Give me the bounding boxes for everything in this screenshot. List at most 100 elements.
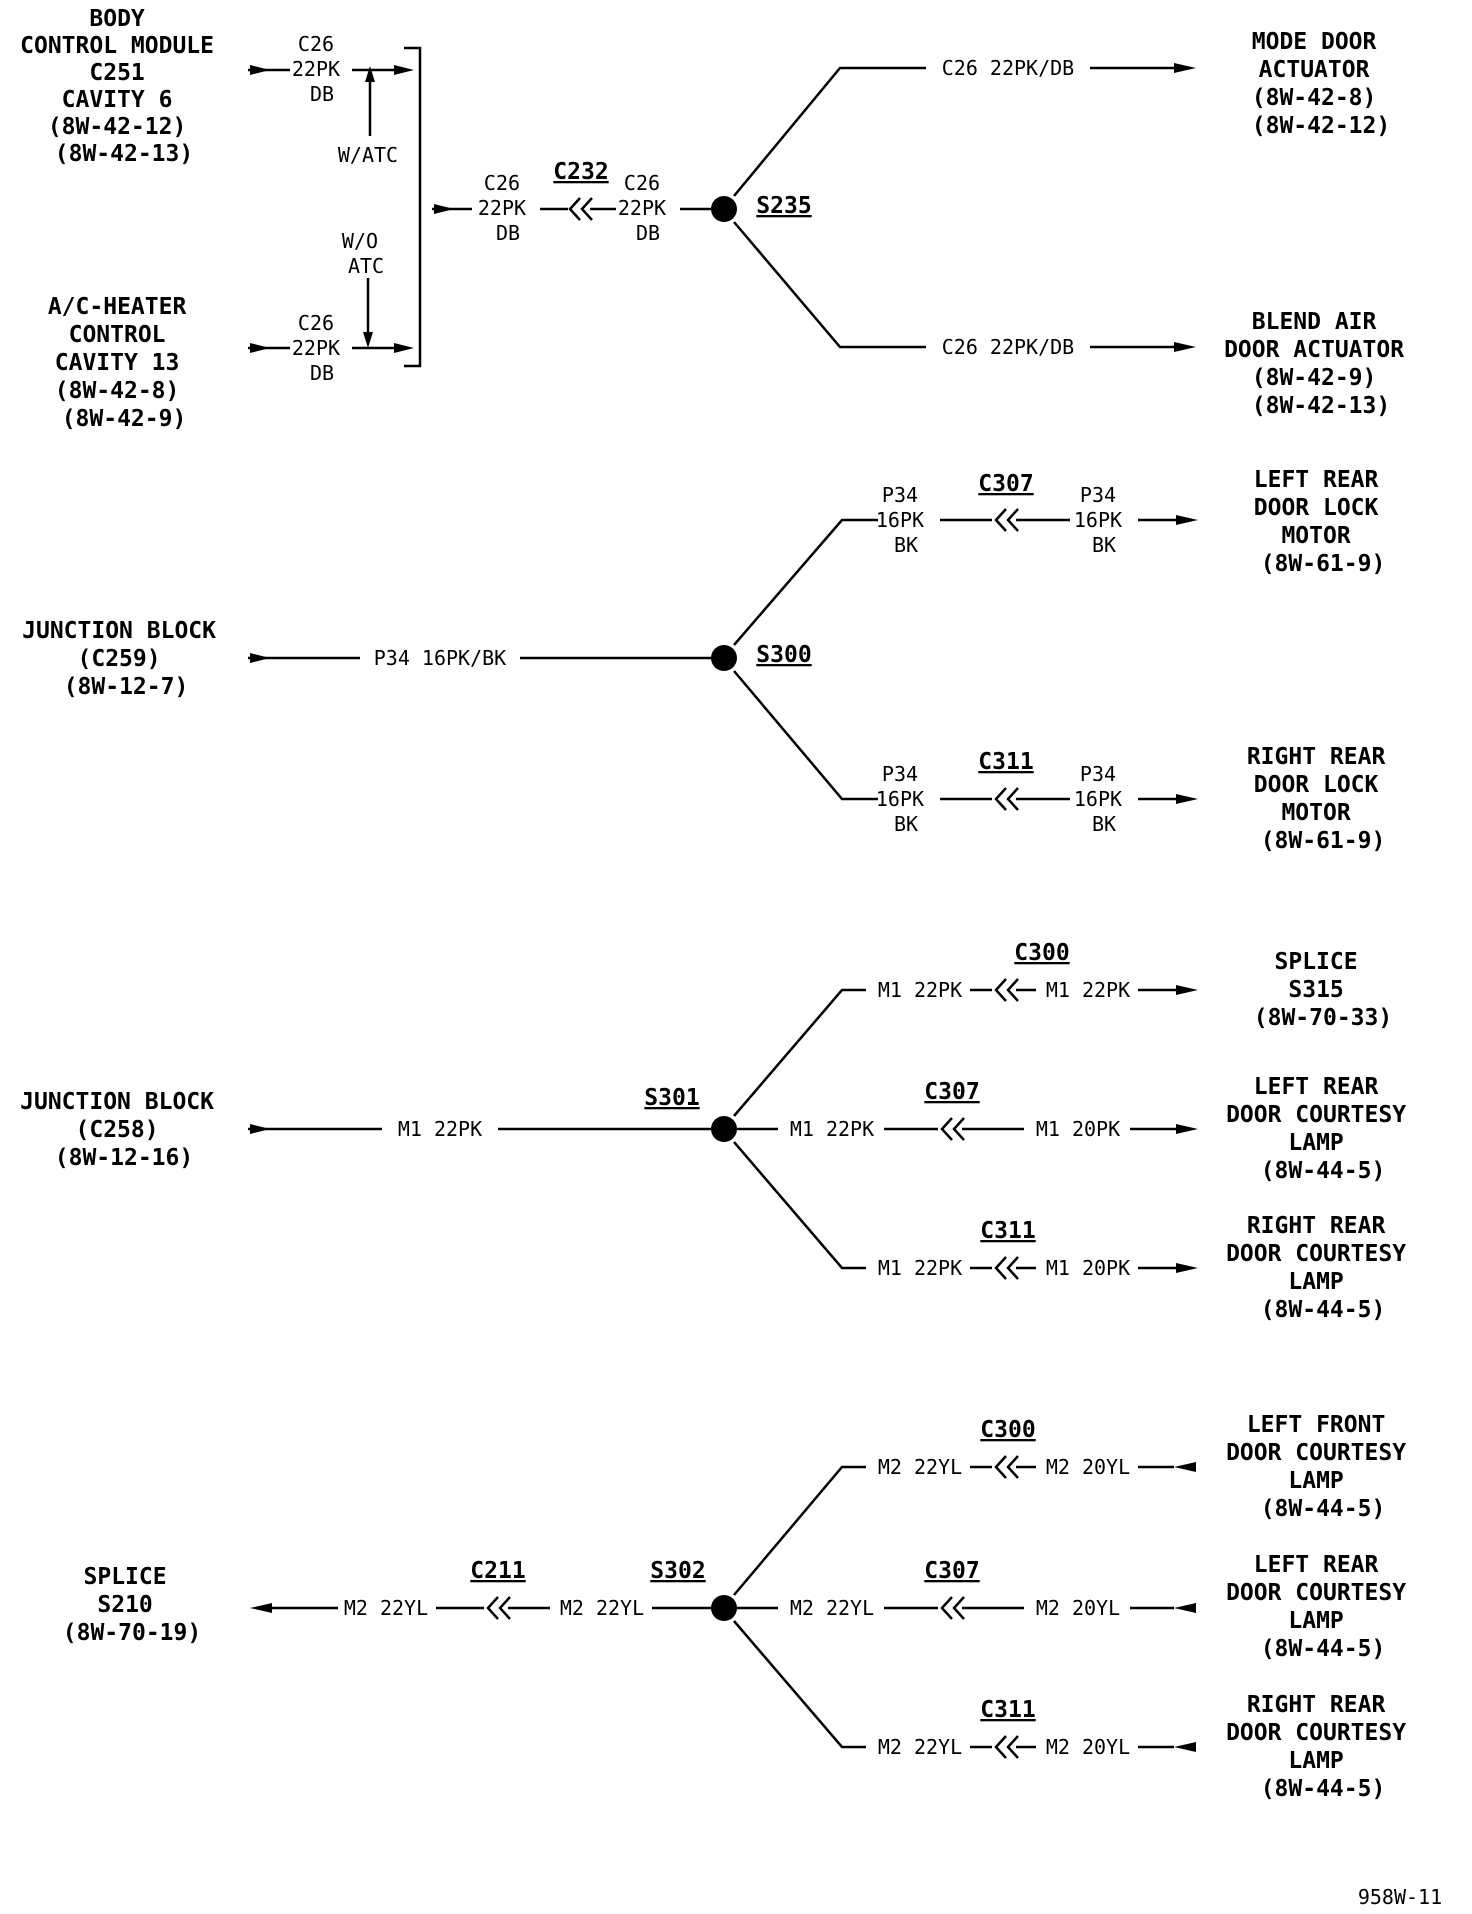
figure-id: 958W-11 bbox=[1358, 1885, 1442, 1909]
mode-door-label: MODE DOOR ACTUATOR (8W-42-8) (8W-42-12) bbox=[1252, 29, 1390, 139]
connector-label-c307: C307 bbox=[978, 471, 1033, 497]
acheater-label-line: CONTROL bbox=[69, 322, 166, 348]
connector-label-c311: C311 bbox=[980, 1697, 1035, 1723]
source-label-line: DOOR COURTESY bbox=[1226, 1580, 1406, 1606]
branch-line bbox=[733, 670, 878, 801]
arrow-head bbox=[365, 66, 375, 82]
source-label-line: DOOR COURTESY bbox=[1226, 1720, 1406, 1746]
splice-dot bbox=[711, 1116, 737, 1142]
branch-line bbox=[733, 221, 926, 349]
arrow-head bbox=[1176, 1263, 1198, 1273]
arrow-head bbox=[363, 332, 373, 348]
branch-line bbox=[733, 1620, 866, 1749]
connector-symbol bbox=[486, 1596, 511, 1620]
wire-label-bottom-left: M2 22YL bbox=[878, 1735, 962, 1759]
bcm-label: BODY CONTROL MODULE C251 CAVITY 6 (8W-42… bbox=[20, 6, 228, 167]
wire-label-bottom-right: M1 20PK bbox=[1046, 1256, 1130, 1280]
wire-label-line: BK bbox=[894, 812, 918, 836]
dest-label-line: BLEND AIR bbox=[1252, 309, 1377, 335]
dest-label-line: LAMP bbox=[1288, 1130, 1343, 1156]
wire-label-line: 22PK bbox=[292, 336, 340, 360]
wire-label-line: 22PK bbox=[292, 57, 340, 81]
wire-label-bottom-right: P34 16PK BK bbox=[1074, 762, 1134, 836]
source-label-line: (8W-44-5) bbox=[1261, 1496, 1386, 1522]
source-label-line: LAMP bbox=[1288, 1468, 1343, 1494]
wire-label-line: P34 bbox=[1080, 762, 1116, 786]
left-rear-door-lock-motor-label: LEFT REAR DOOR LOCK MOTOR (8W-61-9) bbox=[1254, 467, 1392, 577]
source-label-line: LEFT FRONT bbox=[1247, 1412, 1385, 1438]
splice-label-s235: S235 bbox=[756, 193, 811, 219]
acheater-label-line: (8W-42-9) bbox=[62, 406, 187, 432]
arrow-head bbox=[1176, 515, 1198, 525]
acheater-label: A/C-HEATER CONTROL CAVITY 13 (8W-42-8) (… bbox=[48, 294, 200, 432]
option-label-line: W/O bbox=[342, 229, 378, 253]
splice-label-s301: S301 bbox=[644, 1085, 699, 1111]
connector-symbol bbox=[940, 1596, 965, 1620]
dest-label-line: SPLICE bbox=[84, 1564, 167, 1590]
arrow-head bbox=[1174, 1742, 1196, 1752]
branch-line bbox=[733, 66, 926, 197]
wire-label-mid-left: M1 22PK bbox=[790, 1117, 874, 1141]
wire-label-top-left: M2 22YL bbox=[878, 1455, 962, 1479]
source-wire-label: P34 16PK/BK bbox=[374, 646, 506, 670]
right-rear-door-lock-motor-label: RIGHT REAR DOOR LOCK MOTOR (8W-61-9) bbox=[1247, 744, 1399, 854]
source-label-line: RIGHT REAR bbox=[1247, 1692, 1386, 1718]
dest-label-line: ACTUATOR bbox=[1259, 57, 1370, 83]
bcm-label-line: C251 bbox=[89, 60, 144, 86]
right-rear-door-courtesy-lamp-label: RIGHT REAR DOOR COURTESY LAMP (8W-44-5) bbox=[1226, 1692, 1420, 1802]
wire-label-mid-left: M2 22YL bbox=[790, 1596, 874, 1620]
dest-label-line: MOTOR bbox=[1281, 800, 1350, 826]
dest-label-line: (8W-42-12) bbox=[1252, 113, 1390, 139]
connector-label-c232: C232 bbox=[553, 159, 608, 185]
section-4-m2-circuit: SPLICE S210 (8W-70-19) M2 22YL C211 M2 2… bbox=[63, 1412, 1420, 1802]
section-2-p34-circuit: JUNCTION BLOCK (C259) (8W-12-7) P34 16PK… bbox=[22, 467, 1399, 854]
wire-label-top-left: M1 22PK bbox=[878, 978, 962, 1002]
arrow-head bbox=[250, 1603, 272, 1613]
connector-label-c311: C311 bbox=[980, 1218, 1035, 1244]
source-label-line: LAMP bbox=[1288, 1608, 1343, 1634]
wire-label-line: 22PK bbox=[618, 196, 666, 220]
acheater-label-line: A/C-HEATER bbox=[48, 294, 187, 320]
arrow-head bbox=[1176, 1124, 1198, 1134]
wire-label-line: DB bbox=[310, 361, 334, 385]
arrow-head bbox=[1174, 1603, 1196, 1613]
source-label-line: (8W-12-16) bbox=[55, 1145, 193, 1171]
dest-label-line: DOOR ACTUATOR bbox=[1224, 337, 1404, 363]
bcm-label-line: CONTROL MODULE bbox=[20, 33, 214, 59]
wire-label-line: 16PK bbox=[1074, 508, 1122, 532]
arrow-head bbox=[1174, 63, 1196, 73]
wire-label-bottom-right: M2 20YL bbox=[1046, 1735, 1130, 1759]
connector-symbol bbox=[994, 1455, 1019, 1479]
dest-label-line: MODE DOOR bbox=[1252, 29, 1377, 55]
branch-line bbox=[733, 518, 878, 646]
wire-label-line: DB bbox=[310, 82, 334, 106]
wire-label-line: 16PK bbox=[876, 787, 924, 811]
arrow-head bbox=[1174, 1462, 1196, 1472]
wire-label-line: DB bbox=[636, 221, 660, 245]
wire-label-bottom-left: P34 16PK BK bbox=[876, 762, 936, 836]
arrow-head bbox=[394, 65, 414, 75]
dest-label-line: S315 bbox=[1288, 977, 1343, 1003]
wire-label-bottom-left: M1 22PK bbox=[878, 1256, 962, 1280]
wire-label-top-right: M2 20YL bbox=[1046, 1455, 1130, 1479]
source-label-line: JUNCTION BLOCK bbox=[22, 618, 216, 644]
wire-label-line: BK bbox=[1092, 533, 1116, 557]
wire-label-line: BK bbox=[1092, 812, 1116, 836]
option-woatc-label: W/O ATC bbox=[342, 229, 390, 278]
splice-dot bbox=[711, 1595, 737, 1621]
dest-label-line: (8W-42-8) bbox=[1252, 85, 1377, 111]
dest-label-line: (8W-44-5) bbox=[1261, 1158, 1386, 1184]
option-label-line: ATC bbox=[348, 254, 384, 278]
wire-label-mid-left: C26 22PK DB bbox=[478, 171, 538, 245]
wire-label-line: DB bbox=[496, 221, 520, 245]
dest-label-line: (8W-42-13) bbox=[1252, 393, 1390, 419]
dest-label-line: DOOR COURTESY bbox=[1226, 1102, 1406, 1128]
source-label-line: LEFT REAR bbox=[1254, 1552, 1379, 1578]
left-rear-door-courtesy-lamp-label: LEFT REAR DOOR COURTESY LAMP (8W-44-5) bbox=[1226, 1074, 1420, 1184]
source-label-line: (8W-12-7) bbox=[64, 674, 189, 700]
option-bracket bbox=[404, 46, 422, 368]
connector-label-c307: C307 bbox=[924, 1558, 979, 1584]
wire-label-line: C26 bbox=[298, 311, 334, 335]
wire-label-mid-right: M1 20PK bbox=[1036, 1117, 1120, 1141]
